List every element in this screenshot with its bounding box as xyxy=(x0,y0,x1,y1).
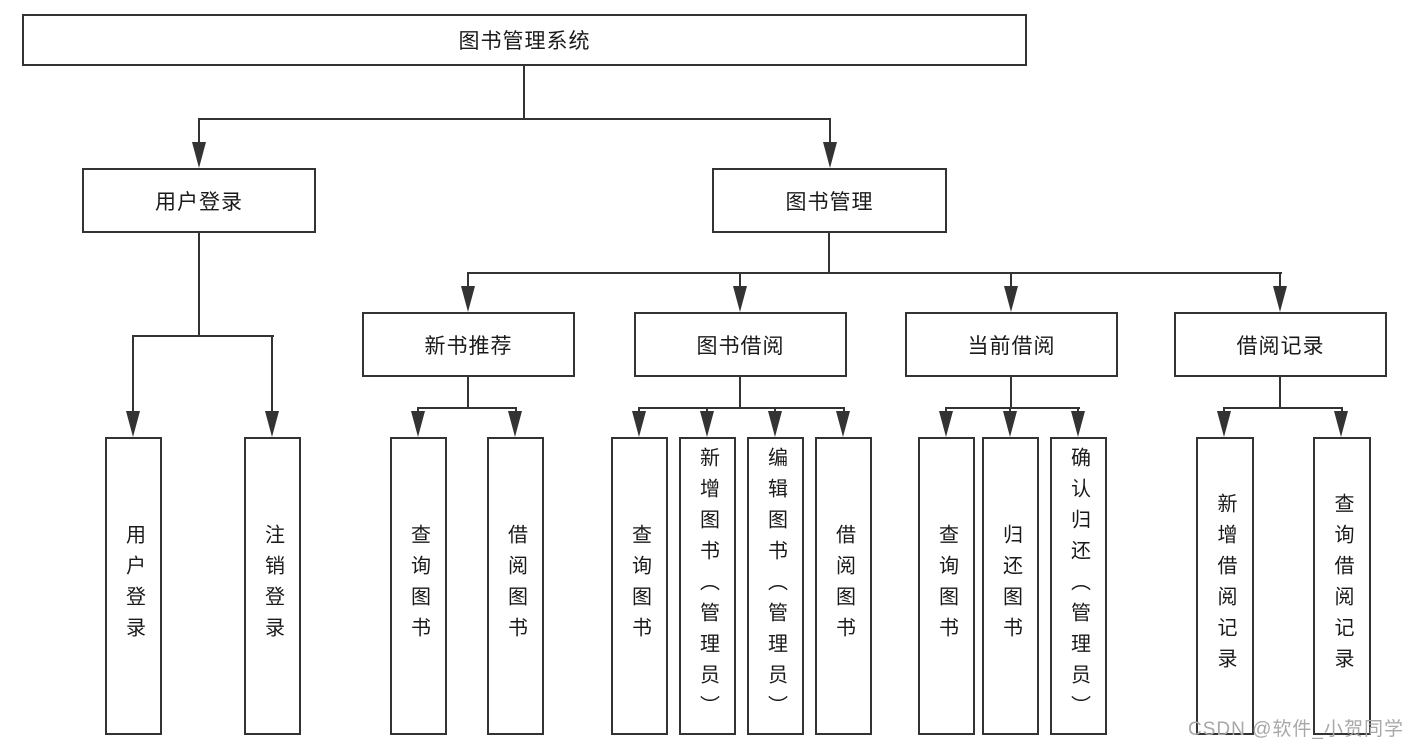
leaf-edit-books-admin-label: 编辑图书（管理员） xyxy=(764,446,787,726)
connector-l1-left-drop xyxy=(198,118,200,144)
node-book-borrow: 图书借阅 xyxy=(634,312,847,377)
arrowhead-g2-c2 xyxy=(700,411,714,437)
node-current-borrow-label: 当前借阅 xyxy=(967,334,1056,358)
arrowhead-g4-c2 xyxy=(1334,411,1348,437)
arrowhead-g3-c1 xyxy=(939,411,953,437)
leaf-confirm-return-admin: 确认归还（管理员） xyxy=(1050,437,1107,735)
leaf-edit-books-admin: 编辑图书（管理员） xyxy=(747,437,804,735)
connector-l2-branch xyxy=(467,272,1282,274)
node-user-login-label: 用户登录 xyxy=(155,190,243,214)
leaf-recommend-borrow-books: 借阅图书 xyxy=(487,437,544,735)
connector-g4-branch xyxy=(1223,407,1343,409)
leaf-recommend-query-books-label: 查询图书 xyxy=(407,524,430,648)
arrowhead-g2-c3 xyxy=(768,411,782,437)
connector-user-stem xyxy=(198,233,200,335)
connector-root-stem xyxy=(523,66,525,118)
leaf-query-borrow-record: 查询借阅记录 xyxy=(1313,437,1371,735)
connector-mgmt-stem xyxy=(828,233,830,272)
connector-user-c2-drop xyxy=(271,335,273,413)
node-root-label: 图书管理系统 xyxy=(458,30,591,53)
leaf-return-books-label: 归还图书 xyxy=(999,524,1022,648)
node-current-borrow: 当前借阅 xyxy=(905,312,1118,377)
connector-l2-drop-2 xyxy=(739,272,741,288)
connector-user-c1-drop xyxy=(132,335,134,413)
leaf-current-query-books-label: 查询图书 xyxy=(935,524,958,648)
arrowhead-g3-c3 xyxy=(1071,411,1085,437)
leaf-recommend-query-books: 查询图书 xyxy=(390,437,447,735)
leaf-logout-label: 注销登录 xyxy=(261,524,284,648)
node-book-mgmt: 图书管理 xyxy=(712,168,947,233)
leaf-return-books: 归还图书 xyxy=(982,437,1039,735)
connector-g3-branch xyxy=(945,407,1080,409)
leaf-add-books-admin-label: 新增图书（管理员） xyxy=(696,446,719,726)
leaf-current-query-books: 查询图书 xyxy=(918,437,975,735)
connector-l2-drop-1 xyxy=(467,272,469,288)
arrowhead-login-leaf xyxy=(126,411,140,437)
connector-l1-right-drop xyxy=(829,118,831,144)
arrowhead-g1-c1 xyxy=(411,411,425,437)
connector-l2-drop-4 xyxy=(1279,272,1281,288)
connector-g1-branch xyxy=(417,407,517,409)
connector-g1-stem xyxy=(467,377,469,407)
node-borrow-record-label: 借阅记录 xyxy=(1236,334,1325,358)
leaf-recommend-borrow-books-label: 借阅图书 xyxy=(504,524,527,648)
arrowhead-current-borrow xyxy=(1004,286,1018,312)
leaf-user-login-label: 用户登录 xyxy=(122,524,145,648)
connector-l1-branch xyxy=(198,118,831,120)
csdn-watermark: CSDN @软件_小贺同学 xyxy=(1188,719,1404,740)
arrowhead-logout-leaf xyxy=(265,411,279,437)
node-book-mgmt-label: 图书管理 xyxy=(785,190,874,214)
connector-g2-branch xyxy=(638,407,845,409)
leaf-borrow-query-books: 查询图书 xyxy=(611,437,668,735)
connector-l2-drop-3 xyxy=(1010,272,1012,288)
leaf-add-borrow-record-label: 新增借阅记录 xyxy=(1214,493,1236,679)
node-new-book-recommend-label: 新书推荐 xyxy=(424,334,513,358)
leaf-user-login: 用户登录 xyxy=(105,437,162,735)
arrowhead-g2-c4 xyxy=(836,411,850,437)
arrowhead-user-login xyxy=(192,142,206,168)
connector-g4-stem xyxy=(1279,377,1281,407)
arrowhead-g4-c1 xyxy=(1217,411,1231,437)
arrowhead-g3-c2 xyxy=(1003,411,1017,437)
connector-user-branch xyxy=(132,335,274,337)
arrowhead-g2-c1 xyxy=(632,411,646,437)
arrowhead-book-borrow xyxy=(733,286,747,312)
leaf-borrow-query-books-label: 查询图书 xyxy=(628,524,651,648)
leaf-borrow-books-label: 借阅图书 xyxy=(832,524,855,648)
arrowhead-new-book xyxy=(461,286,475,312)
node-book-borrow-label: 图书借阅 xyxy=(696,334,785,358)
node-borrow-record: 借阅记录 xyxy=(1174,312,1387,377)
node-user-login: 用户登录 xyxy=(82,168,316,233)
leaf-logout: 注销登录 xyxy=(244,437,301,735)
leaf-confirm-return-admin-label: 确认归还（管理员） xyxy=(1067,446,1090,726)
node-root: 图书管理系统 xyxy=(22,14,1027,66)
connector-g3-stem xyxy=(1010,377,1012,407)
arrowhead-book-mgmt xyxy=(823,142,837,168)
leaf-add-books-admin: 新增图书（管理员） xyxy=(679,437,736,735)
arrowhead-g1-c2 xyxy=(508,411,522,437)
node-new-book-recommend: 新书推荐 xyxy=(362,312,575,377)
leaf-query-borrow-record-label: 查询借阅记录 xyxy=(1331,493,1353,679)
leaf-add-borrow-record: 新增借阅记录 xyxy=(1196,437,1254,735)
leaf-borrow-books: 借阅图书 xyxy=(815,437,872,735)
arrowhead-borrow-record xyxy=(1273,286,1287,312)
connector-g2-stem xyxy=(739,377,741,407)
